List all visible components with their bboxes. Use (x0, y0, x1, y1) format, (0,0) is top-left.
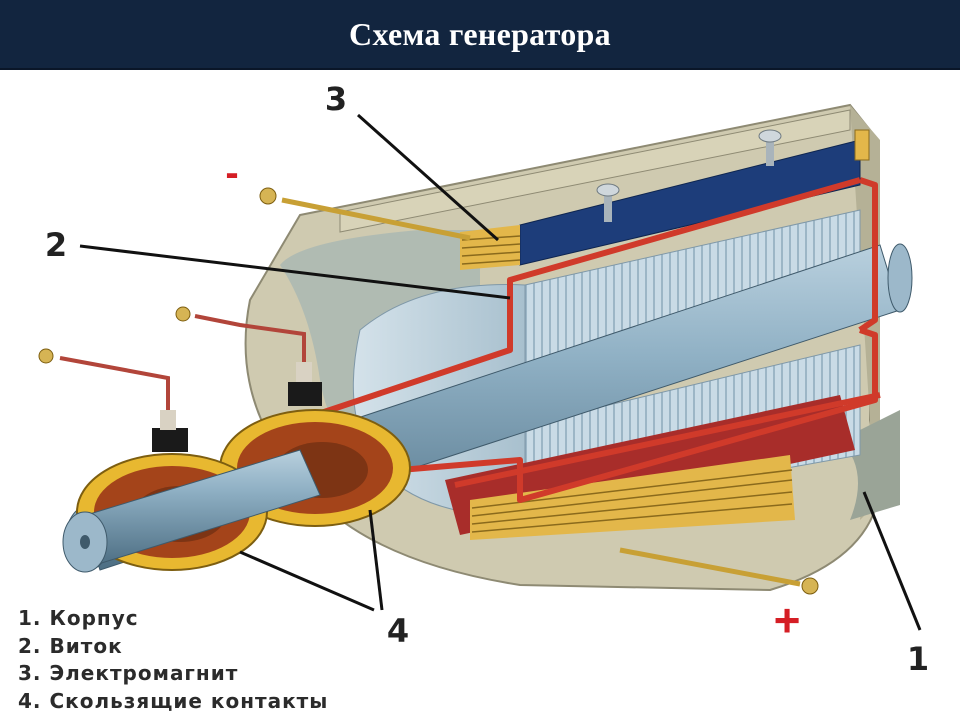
page-title: Схема генератора (349, 15, 611, 52)
title-bar: Схема генератора (0, 0, 960, 70)
legend-item-3: 3. Электромагнит (18, 661, 239, 685)
coil (299, 177, 881, 503)
callout-4: 4 (387, 612, 409, 650)
legend-item-4: 4. Скользящие контакты (18, 688, 329, 713)
brush (175, 306, 322, 406)
leader-lines (79, 113, 922, 631)
bolt-icon (758, 129, 782, 166)
callout-2: 2 (45, 226, 67, 264)
legend-item-1: 1. Корпус (18, 606, 139, 630)
shaft-center (80, 535, 90, 549)
legend-item-2: 2. Виток (18, 633, 123, 658)
callout-3: 3 (325, 80, 347, 118)
electromagnet (339, 109, 870, 270)
bolt-icon (596, 183, 620, 222)
brush (38, 348, 188, 452)
minus-terminal-lead (259, 187, 471, 241)
plus-sign: + (774, 594, 801, 646)
callout-1: 1 (907, 640, 929, 678)
legend: 1. Корпус 2. Виток 3. Электромагнит 4. С… (18, 605, 328, 715)
plus-terminal-lead (619, 547, 819, 595)
minus-sign: - (225, 151, 238, 195)
